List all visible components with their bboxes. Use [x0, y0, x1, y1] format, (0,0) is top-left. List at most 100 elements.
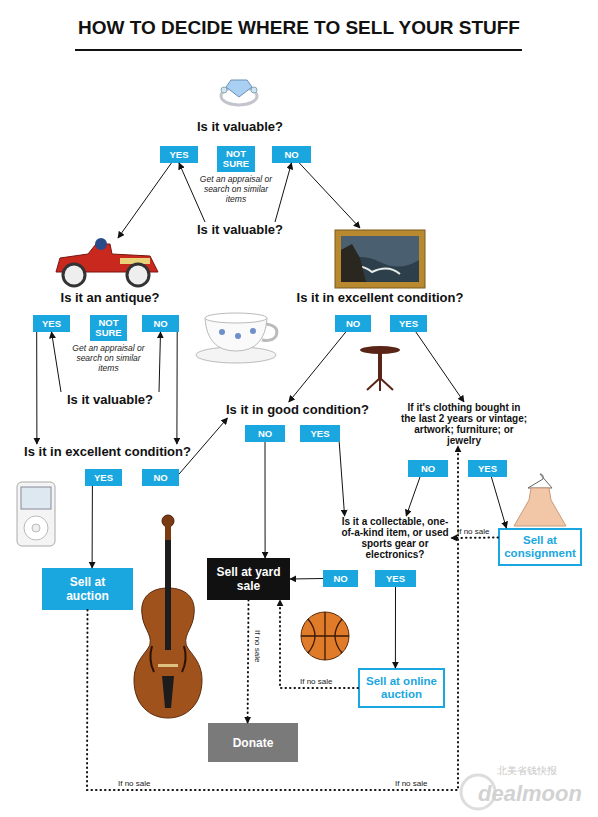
decision-question: Is it valuable?: [170, 222, 310, 238]
violin-fingerboard: [165, 540, 171, 650]
edge-label: If no sale: [395, 779, 427, 789]
node-text: Is it in excellent condition?: [24, 444, 191, 460]
answer-box: NO: [142, 469, 179, 486]
node-text: Is it in good condition?: [226, 402, 369, 418]
node-text: Sell at auction: [56, 575, 119, 604]
flow-arrow: [339, 442, 344, 516]
flow-arrow: [491, 477, 506, 528]
ring-illustration: [221, 80, 257, 105]
ipod-illustration: [17, 482, 55, 546]
flow-arrow: [290, 578, 323, 580]
dotted-arrow: [247, 600, 250, 723]
ipod-wheel: [24, 516, 48, 540]
answer-box: YES: [468, 460, 507, 477]
flow-arrow: [176, 332, 177, 444]
violin-f-holes: [150, 646, 185, 672]
decision-question: If it's clothing bought in the last 2 ye…: [400, 402, 528, 446]
answer-box: NO: [245, 425, 285, 442]
dress: [514, 488, 566, 526]
flow-arrow: [36, 332, 37, 444]
painting-frame: [335, 230, 425, 288]
answer-box: NOT SUREGet an appraisal or search on si…: [217, 146, 255, 172]
edge-label: If no sale: [457, 527, 489, 537]
ring-stone: [221, 87, 227, 93]
dotted-arrow: [87, 446, 458, 790]
car-wheel: [127, 264, 149, 286]
flow-arrow: [92, 486, 93, 568]
node-text: YES: [42, 319, 61, 329]
flow-arrow: [289, 332, 346, 402]
car-driver: [95, 238, 107, 250]
ball-seams: [301, 612, 349, 660]
flow-arrow: [179, 163, 205, 222]
flow-arrow: [52, 332, 62, 392]
decision-question: Is it in excellent condition?: [280, 228, 480, 306]
edge-label: If no sale: [300, 677, 332, 687]
decision-question: Is it valuable?: [40, 392, 180, 408]
node-text: NO: [333, 574, 347, 584]
outcome-box: Sell at auction: [42, 568, 133, 610]
node-text: NO: [153, 473, 167, 483]
teacup-illustration: [196, 313, 277, 363]
node-text: NO: [421, 464, 435, 474]
flow-arrow: [159, 332, 161, 392]
ipod-screen: [21, 487, 51, 509]
painting-rock: [341, 244, 366, 282]
watermark-text: 北美省钱快报: [497, 764, 557, 778]
node-text: YES: [169, 150, 188, 160]
flow-arrow: [416, 332, 464, 402]
title-rule: [75, 49, 522, 51]
table-stem: [378, 352, 382, 380]
painting-illustration: [335, 230, 425, 288]
flow-arrow: [406, 477, 420, 516]
ball: [301, 612, 349, 660]
node-text: YES: [386, 574, 405, 584]
hanger: [528, 474, 552, 488]
node-text: Sell at consignment: [502, 534, 578, 560]
dotted-arrow: [451, 537, 498, 540]
answer-box: NO: [272, 146, 311, 163]
flow-arrow: [179, 418, 228, 474]
node-text: NO: [346, 319, 360, 329]
node-text: NOT SURE: [217, 149, 255, 169]
outcome-box: Donate: [208, 723, 298, 762]
toy-car-illustration: [56, 238, 158, 286]
flow-arrow: [275, 163, 292, 222]
node-text: YES: [310, 429, 329, 439]
node-text: Donate: [233, 736, 274, 750]
node-text: NO: [284, 150, 298, 160]
cup-flower: [235, 333, 241, 339]
ipod-button: [32, 524, 40, 532]
edge-label: If no sale: [252, 630, 262, 662]
node-text: Is it valuable?: [67, 392, 153, 408]
answer-box: YES: [85, 469, 122, 486]
note-text: Get an appraisal or search on similar it…: [69, 344, 149, 373]
basketball-illustration: [301, 612, 349, 660]
cup-rim: [205, 313, 267, 323]
node-text: Sell at online auction: [362, 675, 441, 701]
violin-illustration: [134, 515, 202, 718]
node-text: Is it a collectable, one-of-a-kind item,…: [339, 516, 451, 560]
answer-box: YES: [33, 315, 70, 332]
answer-box: YES: [160, 146, 198, 163]
node-text: Sell at yard sale: [216, 565, 281, 594]
node-text: Is it in excellent condition?: [297, 290, 464, 306]
cup-flower: [250, 328, 256, 334]
decision-question: Is it valuable?: [170, 119, 310, 135]
node-text: YES: [399, 319, 418, 329]
flow-arrow: [265, 442, 266, 558]
answer-box: NO: [323, 570, 358, 587]
node-text: Is it valuable?: [197, 222, 283, 238]
flow-arrow: [299, 163, 360, 228]
node-text: YES: [94, 473, 113, 483]
outcome-box: Sell at consignment: [498, 528, 582, 566]
dress-illustration: [514, 474, 566, 526]
answer-box: YES: [300, 425, 340, 442]
painting-sky: [341, 236, 419, 282]
node-text: If it's clothing bought in the last 2 ye…: [400, 402, 528, 446]
cup-flower: [219, 329, 225, 335]
decision-question: Is it a collectable, one-of-a-kind item,…: [339, 516, 451, 560]
note-text: Get an appraisal or search on similar it…: [196, 175, 276, 204]
